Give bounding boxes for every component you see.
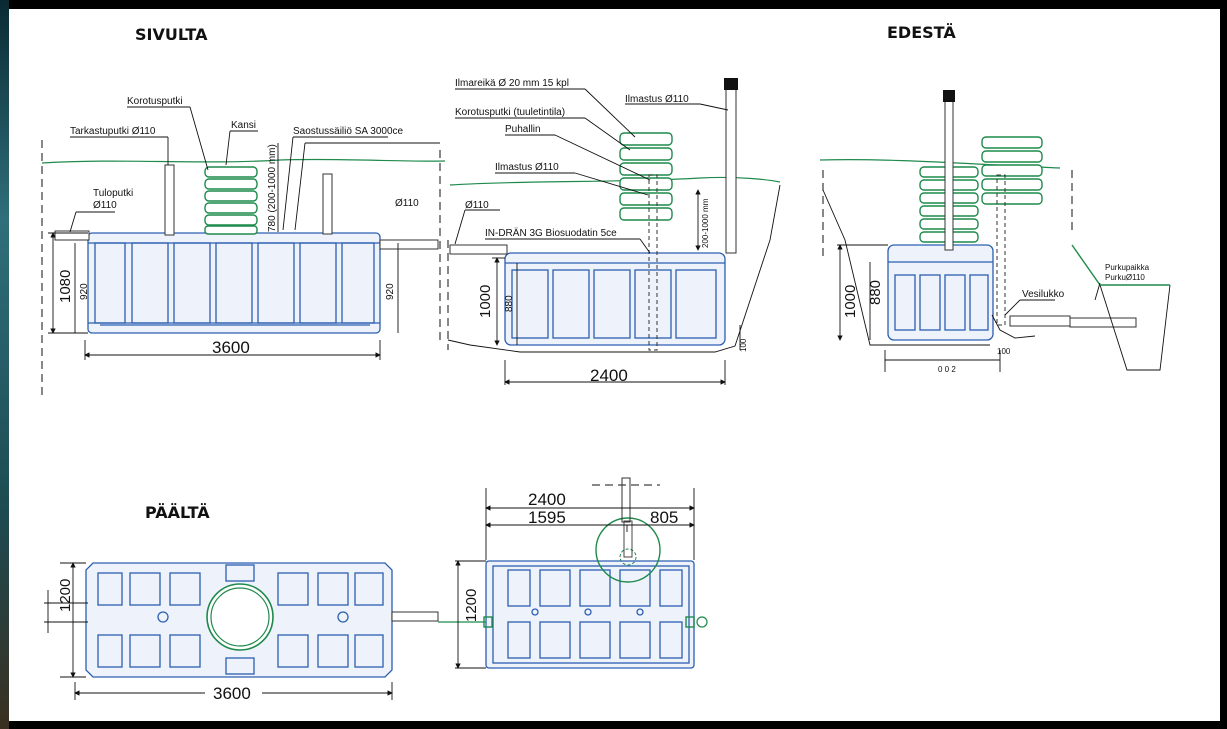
- dim-biofilter-height: 1000: [477, 285, 494, 318]
- dim-front-width: 0 0 2: [938, 365, 956, 374]
- label-outlet-size: Ø110: [395, 198, 419, 209]
- riser-front-right: [981, 136, 1043, 205]
- dim-biofilter-drop: 100: [739, 338, 748, 352]
- biofilter-tank-side: [504, 252, 726, 346]
- heading-front-view: EDESTÄ: [887, 23, 956, 42]
- riser-pipe-biofilter: [619, 132, 673, 221]
- riser-pipe-side: [204, 166, 258, 235]
- label-inlet: Tuloputki: [93, 188, 133, 199]
- label-blower: Puhallin: [505, 124, 541, 135]
- front-view: 1000 880 0 0 2 100 Vesilukko Purkupaikka…: [819, 90, 1171, 374]
- dim-biofilter-top-right: 805: [650, 508, 678, 527]
- label-air-holes: Ilmareikä Ø 20 mm 15 kpl: [455, 78, 569, 89]
- label-riser-vent: Korotusputki (tuuletintila): [455, 107, 565, 118]
- dim-riser-range: 780 (200-1000 mm): [267, 144, 278, 232]
- dim-side-outlet: 920: [385, 283, 396, 300]
- label-air-vent: Ilmastus Ø110: [495, 162, 559, 173]
- window-edge: [0, 0, 9, 729]
- side-view-sedimentation-tank: 1080 920 920 780 (200-1000 mm) 3600 Koro…: [41, 96, 446, 395]
- vent-pipe-front: [944, 99, 954, 251]
- dim-side-length: 3600: [212, 338, 250, 357]
- dim-side-inner: 920: [79, 283, 90, 300]
- label-tank-model: Saostussäiliö SA 3000ce: [293, 126, 404, 137]
- label-water-trap: Vesilukko: [1022, 289, 1065, 300]
- label-inlet-biofilter: Ø110: [465, 200, 489, 211]
- discharge-pipe: [1069, 317, 1137, 328]
- heading-side-view: SIVULTA: [135, 25, 208, 44]
- label-lid: Kansi: [231, 120, 256, 131]
- inspection-pipe: [164, 164, 175, 236]
- riser-top: [206, 583, 274, 651]
- outlet-pipe-side: [379, 239, 439, 250]
- label-inspection-pipe: Tarkastuputki Ø110: [70, 126, 156, 137]
- dim-top-length: 3600: [213, 684, 251, 703]
- dim-biofilter-top-length: 2400: [528, 490, 566, 509]
- label-discharge-point: Purkupaikka: [1105, 263, 1150, 272]
- technical-drawing: SIVULTA EDESTÄ PÄÄLTÄ: [41, 23, 1171, 703]
- side-view-biofilter: 1000 880 200-1000 mm 100 2400 Ilmareikä …: [447, 78, 781, 385]
- dim-front-inner: 880: [867, 280, 884, 305]
- heading-top-view: PÄÄLTÄ: [145, 503, 210, 522]
- outlet-pipe-front: [1009, 315, 1071, 327]
- label-riser: Korotusputki: [127, 96, 183, 107]
- vent-pipe-side: [322, 173, 333, 235]
- inlet-pipe-biofilter: [449, 244, 508, 255]
- dim-biofilter-inner: 880: [504, 295, 515, 312]
- dim-biofilter-top-left: 1595: [528, 508, 566, 527]
- dim-biofilter-length: 2400: [590, 366, 628, 385]
- top-view-tank: 1200 3600: [44, 562, 439, 703]
- label-discharge-size: PurkuØ110: [1105, 273, 1145, 282]
- dim-side-height: 1080: [57, 270, 74, 303]
- outlet-pipe-top: [391, 611, 439, 622]
- riser-top-biofilter: [595, 517, 661, 583]
- label-inlet-size: Ø110: [93, 200, 117, 211]
- top-view-biofilter: 2400 1595 805 1200: [438, 477, 708, 669]
- vent-pipe-biofilter: [725, 87, 737, 254]
- dim-biofilter-riser: 200-1000 mm: [701, 198, 710, 248]
- inlet-pipe: [54, 230, 90, 241]
- vent-cap: [724, 78, 738, 90]
- dim-front-height: 1000: [842, 285, 859, 318]
- dim-front-drop: 100: [997, 347, 1011, 356]
- dim-top-width: 1200: [57, 579, 74, 612]
- label-vent: Ilmastus Ø110: [625, 94, 689, 105]
- label-biofilter-model: IN-DRÄN 3G Biosuodatin 5ce: [485, 227, 617, 239]
- drawing-sheet: SIVULTA EDESTÄ PÄÄLTÄ: [9, 9, 1220, 721]
- dim-biofilter-top-width: 1200: [463, 589, 480, 622]
- vent-cap-front: [943, 90, 955, 102]
